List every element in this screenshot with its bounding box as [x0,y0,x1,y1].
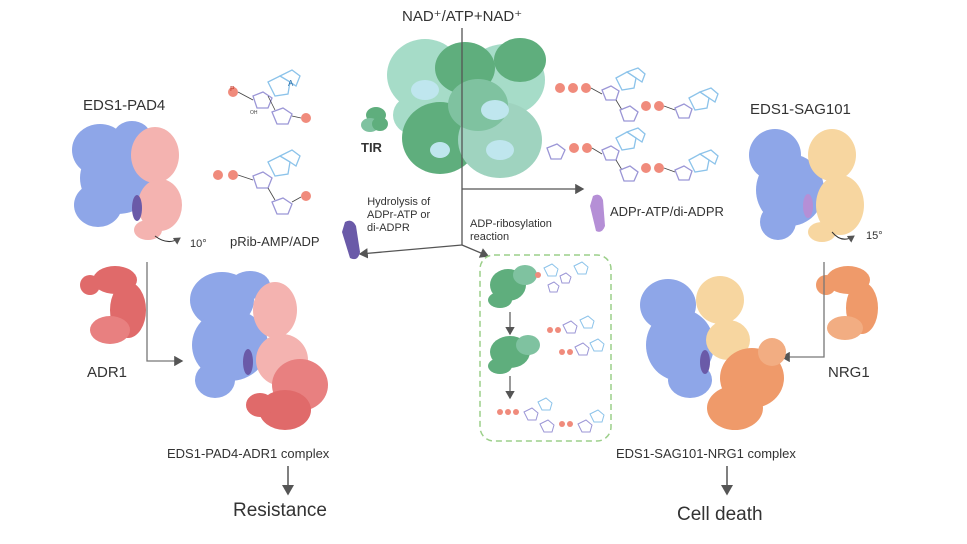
phosphate-glyph: P [230,86,235,93]
prib-adp-molecule [213,149,311,215]
rotation-arrow-left [154,235,181,245]
arrow-to-right-complex [780,262,825,363]
adpr-product-label: ADPr-ATP/di-ADPR [610,204,724,219]
eds1-sag101-label: EDS1-SAG101 [750,101,851,118]
nrg1-label: NRG1 [828,364,870,381]
eds1-pad4-label: EDS1-PAD4 [83,97,166,114]
adenine-glyph: A [288,79,294,88]
arrow-ribosylation [461,244,490,258]
complex-right-label: EDS1-SAG101-NRG1 complex [616,446,796,461]
outcome-right-label: Cell death [677,504,763,525]
ribosylation-step-1 [488,261,589,308]
hydrolysis-line-3: di-ADPR [367,222,410,234]
ribosylation-label: ADP-ribosylation reaction [470,218,552,244]
rotation-left-label: 10° [190,238,207,250]
adpr-ligand-shape [590,194,605,232]
adr1-label: ADR1 [87,364,128,381]
arrow-to-left-complex [146,262,184,367]
adpr-atp-molecule [555,67,719,122]
top-substrate-label: NAD⁺/ATP+NAD⁺ [402,8,523,25]
tir-monomer [361,107,388,132]
eds1-sag101-nrg1-complex [640,276,786,430]
rotation-right-label: 15° [866,230,883,242]
tir-oligomer [387,38,546,178]
complex-left-label: EDS1-PAD4-ADR1 complex [167,446,330,461]
nrg1-protein [816,266,878,340]
eds1-pad4-adr1-complex [190,271,328,430]
prib-amp-molecule [228,69,311,125]
tir-label: TIR [361,140,382,155]
hydrolysis-label: Hydrolysis of ADPr-ATP or di-ADPR [367,196,430,235]
hydrolysis-line-1: Hydrolysis of [367,196,431,208]
ribosylation-step-2 [488,315,605,374]
di-adpr-molecule [546,127,719,182]
eds1-sag101-protein [749,129,864,242]
ribosylation-box [479,254,612,442]
eds1-pad4-protein [72,121,182,240]
ribosylation-line-2: reaction [470,231,510,243]
adr1-protein [80,266,146,344]
ribosylation-product [497,397,605,433]
hydroxyl-glyph: OH [250,110,258,116]
prib-ligand-shape [342,220,360,260]
arrow-hydrolysis [358,244,463,259]
prib-product-label: pRib-AMP/ADP [230,234,320,249]
ribosylation-line-1: ADP-ribosylation [470,218,552,230]
outcome-left-label: Resistance [233,500,327,521]
rotation-arrow-right [831,231,855,243]
hydrolysis-line-2: ADPr-ATP or [367,209,431,221]
